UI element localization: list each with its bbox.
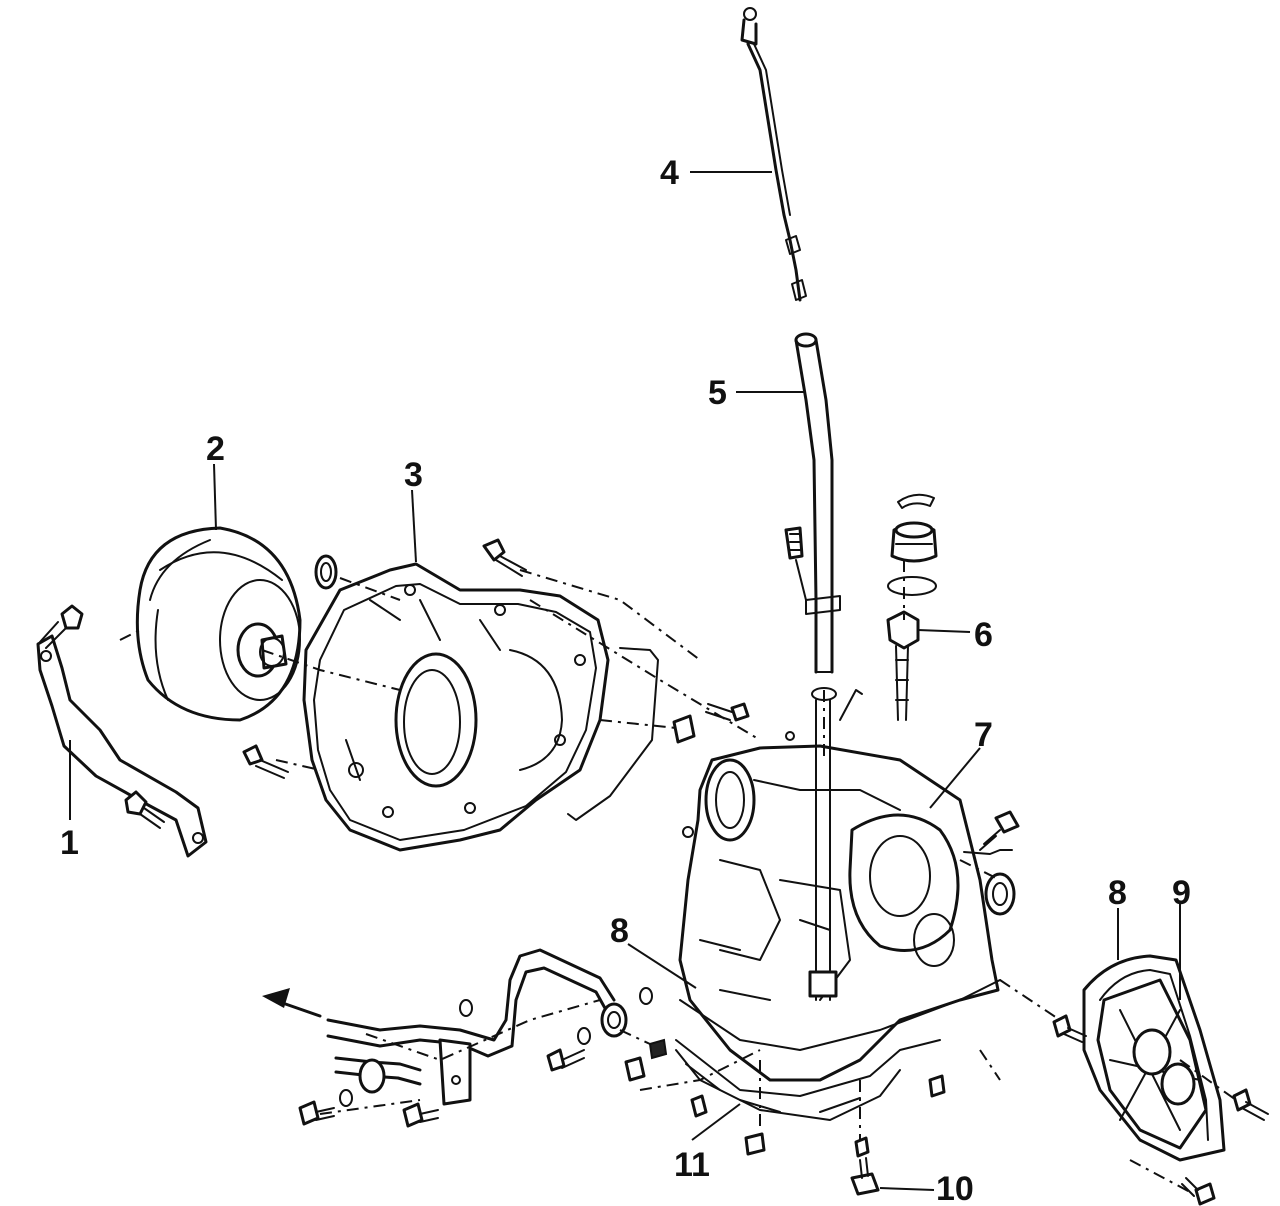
callout-10: 10 <box>936 1170 974 1206</box>
leader-lines <box>69 171 1181 1191</box>
callout-1: 1 <box>60 824 79 862</box>
callout-4: 4 <box>660 154 679 192</box>
callout-5: 5 <box>708 374 727 412</box>
callout-8-left: 8 <box>610 912 629 950</box>
dipstick-tube <box>784 332 841 701</box>
callout-7: 7 <box>974 716 993 754</box>
callout-11: 11 <box>674 1146 710 1184</box>
callout-8-right: 8 <box>1108 874 1127 912</box>
torque-converter <box>135 526 302 722</box>
bracket <box>36 604 208 858</box>
side-cover <box>1052 954 1269 1206</box>
transaxle-case <box>624 689 1020 1196</box>
converter-housing <box>242 538 750 852</box>
callout-3: 3 <box>404 456 423 494</box>
assembly-lines <box>119 560 1237 1193</box>
callout-2: 2 <box>206 430 225 468</box>
dipstick <box>740 7 807 302</box>
cooler-lines <box>262 948 653 1128</box>
callout-6: 6 <box>974 616 993 654</box>
callout-9: 9 <box>1172 874 1191 912</box>
speed-sensor <box>886 493 938 721</box>
callout-numbers: 1 2 3 4 5 6 7 8 8 9 10 11 <box>60 154 1191 1206</box>
